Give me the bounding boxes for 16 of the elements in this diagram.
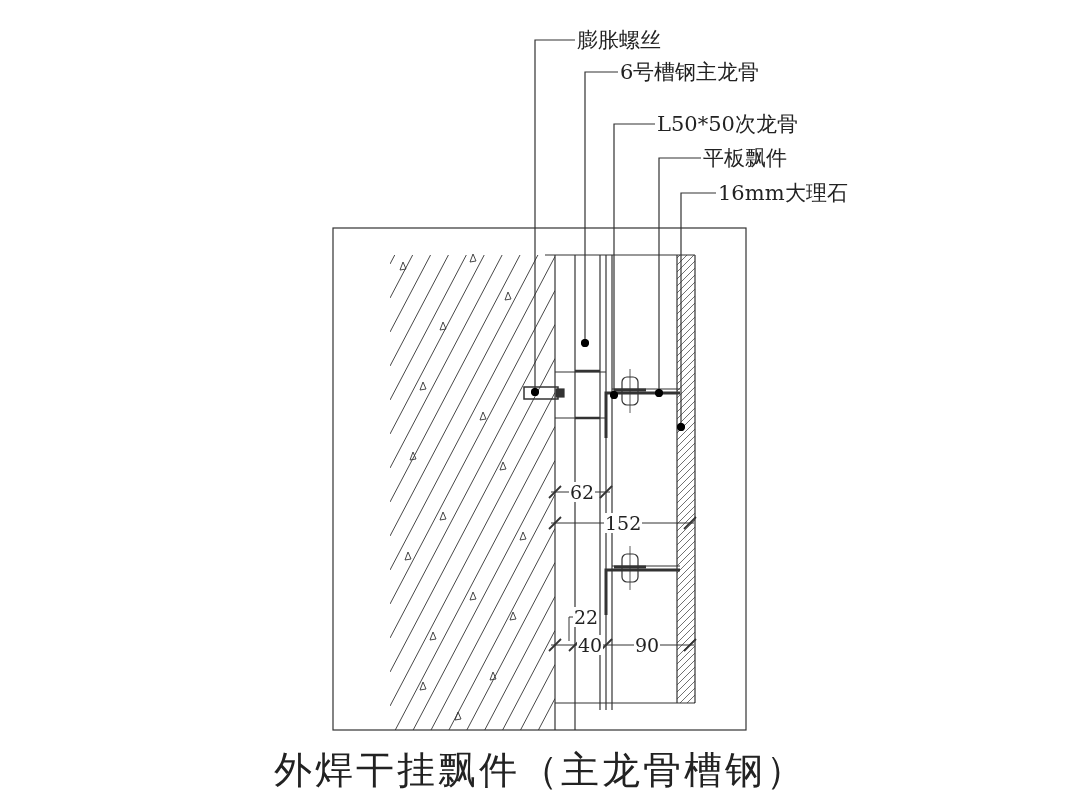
callout-label: 平板飘件 bbox=[703, 145, 787, 171]
dimension-text: 22 bbox=[573, 607, 600, 627]
dimension-text: 90 bbox=[634, 635, 661, 655]
dimension-text: 62 bbox=[569, 482, 596, 502]
callout-label: L50*50次龙骨 bbox=[657, 111, 798, 137]
leader-line bbox=[676, 192, 717, 432]
leader-line bbox=[580, 71, 619, 348]
dimension-text: 152 bbox=[604, 513, 643, 533]
dimension-text: 40 bbox=[577, 635, 604, 655]
callout-label: 膨胀螺丝 bbox=[577, 27, 661, 53]
callout-label: 6号槽钢主龙骨 bbox=[620, 59, 760, 85]
leader-line bbox=[609, 123, 656, 400]
title: 外焊干挂飘件（主龙骨槽钢） bbox=[273, 748, 807, 792]
leader-line bbox=[530, 39, 576, 397]
leader-line bbox=[654, 157, 702, 398]
callout-label: 16mm大理石 bbox=[718, 180, 848, 206]
